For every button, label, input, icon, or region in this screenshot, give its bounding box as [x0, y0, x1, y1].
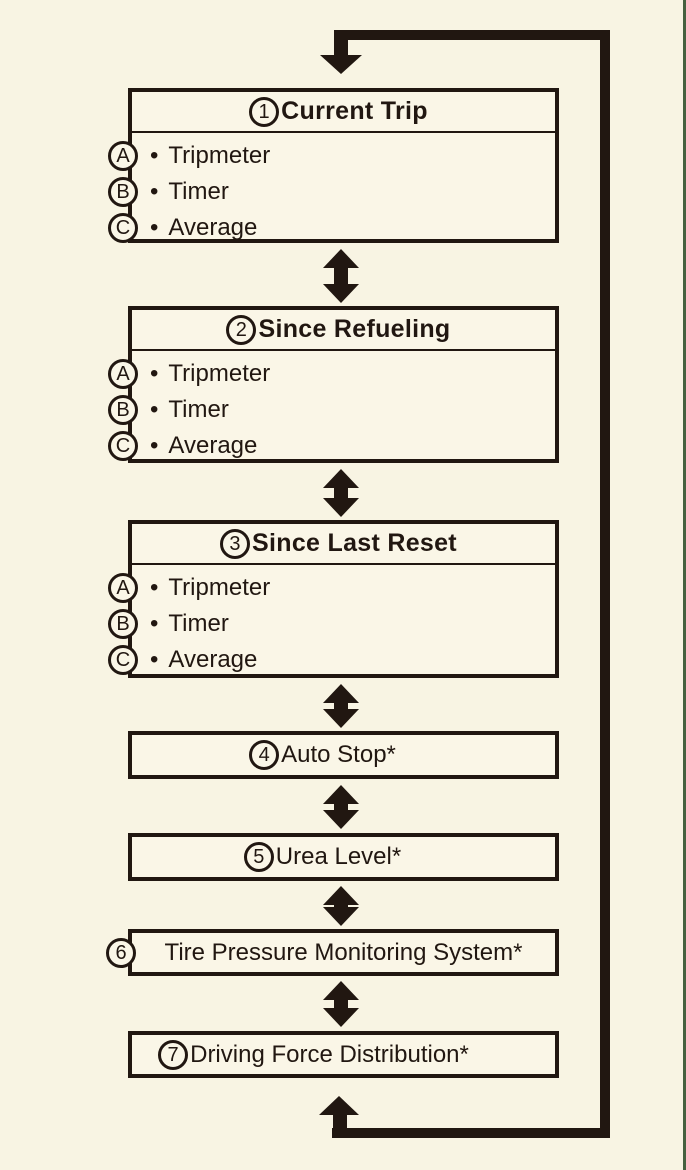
list-item-label: Timer	[168, 396, 229, 423]
circled-letter-icon: A	[108, 573, 138, 603]
arrow-up-icon	[323, 785, 359, 804]
arrow-down-icon	[323, 1008, 359, 1027]
menu-box-tpms: 6 Tire Pressure Monitoring System*	[106, 929, 559, 976]
bullet-icon: •	[150, 396, 159, 423]
list-item: C • Average	[108, 642, 555, 678]
loop-top-segment	[334, 30, 610, 40]
loop-bottom-segment	[332, 1128, 610, 1138]
circled-letter-icon: A	[108, 359, 138, 389]
double-arrow-icon	[322, 886, 360, 926]
menu-box-header: 1 Current Trip	[132, 92, 555, 133]
arrow-down-icon	[323, 284, 359, 303]
arrow-up-icon	[323, 469, 359, 488]
circled-number-icon: 4	[249, 740, 280, 770]
double-arrow-icon	[322, 785, 360, 829]
circled-number-icon: 6	[106, 937, 136, 968]
menu-box-driving-force-distribution: 7 Driving Force Distribution*	[128, 1031, 559, 1078]
menu-box-header: 2 Since Refueling	[132, 310, 555, 351]
menu-box-title: Urea Level*	[275, 843, 402, 870]
bullet-icon: •	[150, 178, 159, 205]
list-item-label: Tripmeter	[168, 360, 271, 387]
arrow-down-icon	[323, 810, 359, 829]
bullet-icon: •	[150, 432, 159, 459]
double-arrow-icon	[322, 249, 360, 303]
menu-box-since-last-reset: 3 Since Last Reset A • Tripmeter B • Tim…	[108, 520, 559, 678]
list-item-label: Average	[168, 646, 258, 673]
arrow-up-icon	[323, 249, 359, 268]
circled-number-icon: 5	[243, 842, 274, 872]
circled-letter-icon: B	[108, 395, 138, 425]
bullet-icon: •	[150, 360, 159, 387]
list-item: A • Tripmeter	[108, 356, 555, 392]
list-item-label: Timer	[168, 178, 229, 205]
menu-box-items: A • Tripmeter B • Timer C • Average	[108, 351, 555, 464]
arrow-down-icon	[323, 498, 359, 517]
bullet-icon: •	[150, 214, 159, 241]
circled-letter-icon: C	[108, 213, 138, 243]
list-item: C • Average	[108, 428, 555, 464]
loop-return-arrow-stem	[333, 1114, 347, 1129]
circled-number-icon: 7	[158, 1039, 189, 1070]
bullet-icon: •	[150, 574, 159, 601]
menu-box-auto-stop: 4 Auto Stop*	[128, 731, 559, 779]
arrow-up-icon	[323, 981, 359, 1000]
menu-box-title: Since Refueling	[258, 315, 451, 343]
circled-letter-icon: A	[108, 141, 138, 171]
list-item-label: Tripmeter	[168, 142, 271, 169]
circled-letter-icon: C	[108, 645, 138, 675]
list-item: A • Tripmeter	[108, 138, 555, 174]
arrow-down-icon	[323, 709, 359, 728]
arrow-up-icon	[319, 1096, 359, 1115]
circled-letter-icon: C	[108, 431, 138, 461]
loop-right-segment	[600, 30, 610, 1138]
arrow-down-icon	[323, 907, 359, 926]
list-item: B • Timer	[108, 392, 555, 428]
menu-box-urea-level: 5 Urea Level*	[128, 833, 559, 881]
menu-box-items: A • Tripmeter B • Timer C • Average	[108, 133, 555, 246]
circled-number-icon: 2	[226, 314, 257, 345]
loop-entry-arrow-stem	[334, 39, 348, 56]
list-item: B • Timer	[108, 606, 555, 642]
circled-letter-icon: B	[108, 609, 138, 639]
list-item: A • Tripmeter	[108, 570, 555, 606]
menu-box-title: Since Last Reset	[252, 529, 457, 557]
list-item-label: Average	[168, 432, 258, 459]
double-arrow-icon	[322, 469, 360, 517]
list-item-label: Tripmeter	[168, 574, 271, 601]
bullet-icon: •	[150, 610, 159, 637]
double-arrow-icon	[322, 981, 360, 1027]
list-item-label: Timer	[168, 610, 229, 637]
circled-letter-icon: B	[108, 177, 138, 207]
menu-box-since-refueling: 2 Since Refueling A • Tripmeter B • Time…	[108, 306, 559, 464]
list-item-label: Average	[168, 214, 258, 241]
list-item: B • Timer	[108, 174, 555, 210]
double-arrow-icon	[322, 684, 360, 728]
menu-box-items: A • Tripmeter B • Timer C • Average	[108, 565, 555, 678]
list-item: C • Average	[108, 210, 555, 246]
circled-number-icon: 1	[249, 96, 280, 127]
menu-box-title: Driving Force Distribution*	[190, 1040, 469, 1068]
menu-box-title: Current Trip	[281, 97, 428, 125]
circled-number-icon: 3	[220, 528, 251, 559]
arrow-up-icon	[323, 886, 359, 905]
menu-box-header: 3 Since Last Reset	[132, 524, 555, 565]
bullet-icon: •	[150, 142, 159, 169]
menu-box-current-trip: 1 Current Trip A • Tripmeter B • Timer C…	[108, 88, 559, 246]
menu-box-title: Tire Pressure Monitoring System*	[164, 938, 523, 966]
page-edge	[683, 0, 686, 1170]
menu-box-title: Auto Stop*	[281, 741, 396, 768]
arrow-up-icon	[323, 684, 359, 703]
arrow-down-icon	[320, 55, 362, 74]
bullet-icon: •	[150, 646, 159, 673]
